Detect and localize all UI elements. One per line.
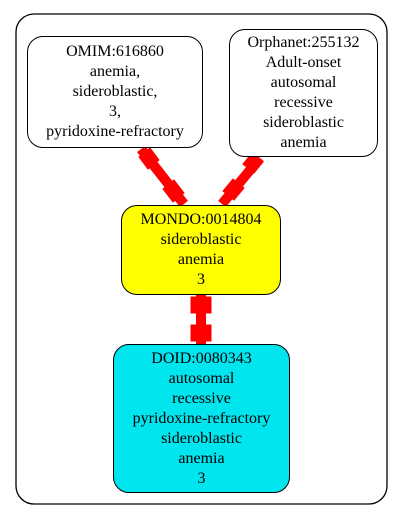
edge-mondo-to-doid-head-marker bbox=[190, 324, 212, 342]
edge-omim-to-mondo bbox=[137, 145, 188, 208]
edge-mondo-to-doid bbox=[190, 295, 212, 344]
node-doid-line: anemia bbox=[178, 449, 225, 467]
node-mondo[interactable]: MONDO:0014804 sideroblastic anemia 3 bbox=[121, 205, 281, 295]
node-orphanet-line: sideroblastic bbox=[263, 114, 344, 131]
node-orphanet-line: autosomal bbox=[270, 74, 337, 91]
edge-orphanet-to-mondo-tail-marker bbox=[242, 152, 264, 174]
node-omim[interactable]: OMIM:616860 anemia, sideroblastic, 3, pyrido… bbox=[27, 36, 203, 148]
node-mondo-line: anemia bbox=[177, 251, 225, 268]
node-orphanet-line: Adult-onset bbox=[265, 54, 342, 71]
node-mondo-line: sideroblastic bbox=[160, 231, 242, 248]
edge-orphanet-to-mondo-head-marker bbox=[222, 178, 245, 201]
node-omim-line: sideroblastic, bbox=[72, 83, 158, 100]
edge-mondo-to-doid-tail-marker bbox=[190, 296, 212, 314]
node-doid-line: 3 bbox=[197, 469, 206, 487]
node-omim-line: OMIM:616860 bbox=[66, 43, 164, 60]
node-orphanet-line: anemia bbox=[280, 134, 327, 151]
node-omim-line: pyridoxine-refractory bbox=[46, 123, 184, 140]
node-mondo-line: 3 bbox=[197, 271, 205, 288]
edge-omim-to-mondo-head-marker bbox=[162, 179, 185, 203]
node-doid-line: pyridoxine-refractory bbox=[132, 409, 271, 427]
node-doid[interactable]: DOID:0080343 autosomal recessive pyridoxine… bbox=[113, 344, 290, 493]
node-doid-line: DOID:0080343 bbox=[151, 349, 252, 367]
node-mondo-line: MONDO:0014804 bbox=[140, 211, 262, 228]
node-doid-line: autosomal bbox=[168, 369, 235, 387]
node-doid-line: sideroblastic bbox=[161, 429, 242, 447]
node-omim-line: anemia, bbox=[89, 63, 141, 80]
edge-orphanet-to-mondo bbox=[218, 152, 264, 208]
node-doid-line: recessive bbox=[172, 389, 231, 407]
node-omim-line: 3, bbox=[109, 103, 121, 120]
node-orphanet-line: Orphanet:255132 bbox=[247, 34, 360, 51]
node-orphanet-line: recessive bbox=[274, 94, 333, 111]
edge-omim-to-mondo-tail-marker bbox=[138, 147, 160, 170]
cluster-frame bbox=[15, 13, 388, 505]
